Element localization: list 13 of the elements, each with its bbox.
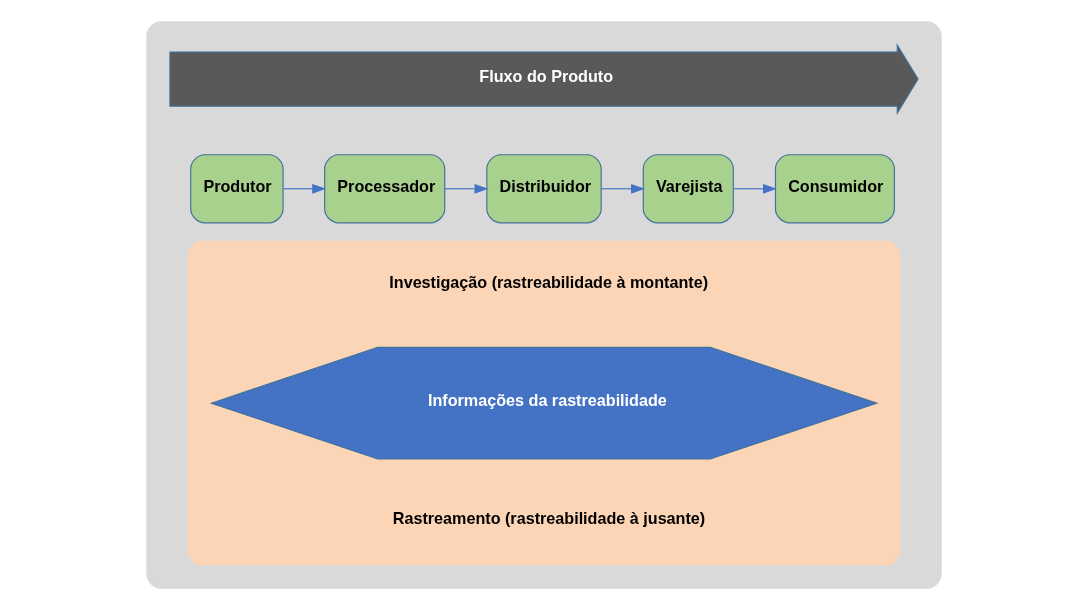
- node-box: Varejista: [642, 154, 734, 224]
- label: Investigação (rastreabilidade à montante): [388, 273, 708, 292]
- arrow: [443, 183, 488, 194]
- node-box: Produtor: [189, 154, 284, 224]
- node-box: Distribuidor: [485, 154, 602, 224]
- node-box: Consumidor: [774, 154, 895, 224]
- cluster: [187, 240, 900, 566]
- cluster: [145, 21, 942, 589]
- arrow: [282, 183, 326, 194]
- label: Rastreamento (rastreabilidade à jusante): [392, 509, 705, 528]
- arrow: [600, 183, 645, 194]
- node-box: Processador: [323, 154, 445, 224]
- arrow: [732, 183, 777, 194]
